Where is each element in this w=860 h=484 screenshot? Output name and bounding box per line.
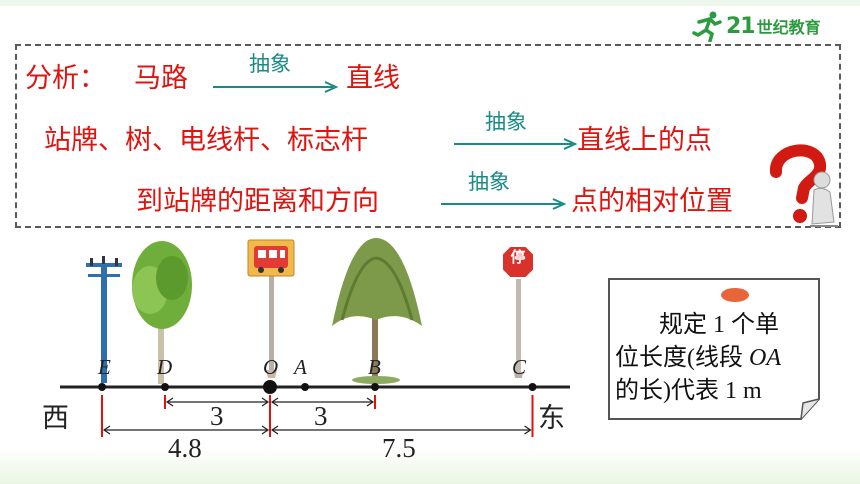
direction-west: 西 — [42, 403, 69, 434]
point-label-c: C — [512, 355, 527, 379]
row1-right: 直线 — [346, 63, 400, 94]
row3-right: 点的相对位置 — [571, 186, 733, 217]
brand-name: 世纪教育 — [756, 18, 821, 37]
row3-arrow-label: 抽象 — [468, 170, 510, 194]
runner-icon — [692, 11, 722, 42]
dim-ob-head-right — [366, 397, 375, 407]
stop-sign-icon — [501, 245, 535, 378]
brand-number: 21 — [726, 14, 756, 39]
dim-od-head-right — [261, 397, 270, 407]
point-label-d: D — [157, 355, 173, 379]
point-dot-d — [161, 383, 169, 391]
point-label-e: E — [98, 355, 111, 379]
note-line-2: 位长度(线段 OA — [615, 342, 821, 375]
dim-ob-head-left — [270, 397, 279, 407]
note-line-2-text: 位长度(线段 — [615, 345, 749, 371]
note-line-3-text: 的长)代表 1 m — [615, 378, 762, 404]
direction-east: 东 — [538, 403, 565, 434]
distance-label-oe: 4.8 — [168, 433, 202, 463]
dim-oe-head-left — [102, 425, 111, 435]
electric-pole-icon — [86, 256, 122, 383]
row1-left: 马路 — [134, 63, 188, 94]
dim-oc-head-right — [524, 425, 532, 435]
question-mark-icon — [770, 144, 838, 227]
distance-label-ob: 3 — [314, 401, 328, 431]
analysis-box — [15, 44, 841, 228]
row2-left: 站牌、树、电线杆、标志杆 — [44, 125, 368, 156]
number-line-drawing — [60, 238, 570, 437]
note-line-3: 的长)代表 1 m — [615, 375, 821, 408]
point-dot-e — [98, 383, 106, 391]
row2-right: 直线上的点 — [577, 125, 712, 156]
point-dot-a — [301, 383, 309, 391]
top-band — [0, 0, 860, 6]
row3-arrow — [441, 198, 567, 210]
row1-arrow — [213, 81, 339, 93]
note-line-1-text: 规定 1 个单 — [659, 312, 779, 338]
point-dot-b — [371, 383, 379, 391]
row1-arrow-label: 抽象 — [249, 52, 291, 76]
stop-sign-text: 停 — [510, 248, 526, 266]
row2-arrow-label: 抽象 — [485, 110, 527, 134]
dim-oc-head-left — [270, 425, 279, 435]
number-line-scene: E D O A B C 3 3 4.8 7.5 西 东 — [0, 230, 600, 463]
tree-icon — [132, 241, 192, 384]
bus-stop-sign-icon — [247, 239, 295, 378]
dim-oe-head-right — [261, 425, 270, 435]
bottom-band — [0, 448, 860, 484]
row3-left: 到站牌的距离和方向 — [136, 186, 379, 217]
note-card-paper — [608, 278, 820, 420]
point-label-a: A — [294, 355, 307, 379]
distance-label-od: 3 — [210, 401, 224, 431]
row2-arrow — [454, 138, 578, 150]
dim-od-head-left — [165, 397, 174, 407]
point-dot-c — [528, 383, 537, 391]
point-dot-o — [263, 380, 277, 394]
analysis-prefix: 分析： — [25, 63, 106, 94]
point-label-b: B — [368, 355, 381, 379]
note-line-2-segment: OA — [749, 345, 781, 371]
willow-tree-icon — [332, 238, 422, 384]
pin-icon — [721, 288, 749, 302]
number-line-axis — [60, 380, 570, 437]
note-card: 规定 1 个单 位长度(线段 OA 的长)代表 1 m — [605, 275, 827, 423]
point-label-o: O — [263, 355, 279, 379]
note-text: 规定 1 个单 位长度(线段 OA 的长)代表 1 m — [615, 309, 821, 408]
note-line-1: 规定 1 个单 — [615, 309, 821, 342]
distance-label-oc: 7.5 — [382, 433, 416, 463]
